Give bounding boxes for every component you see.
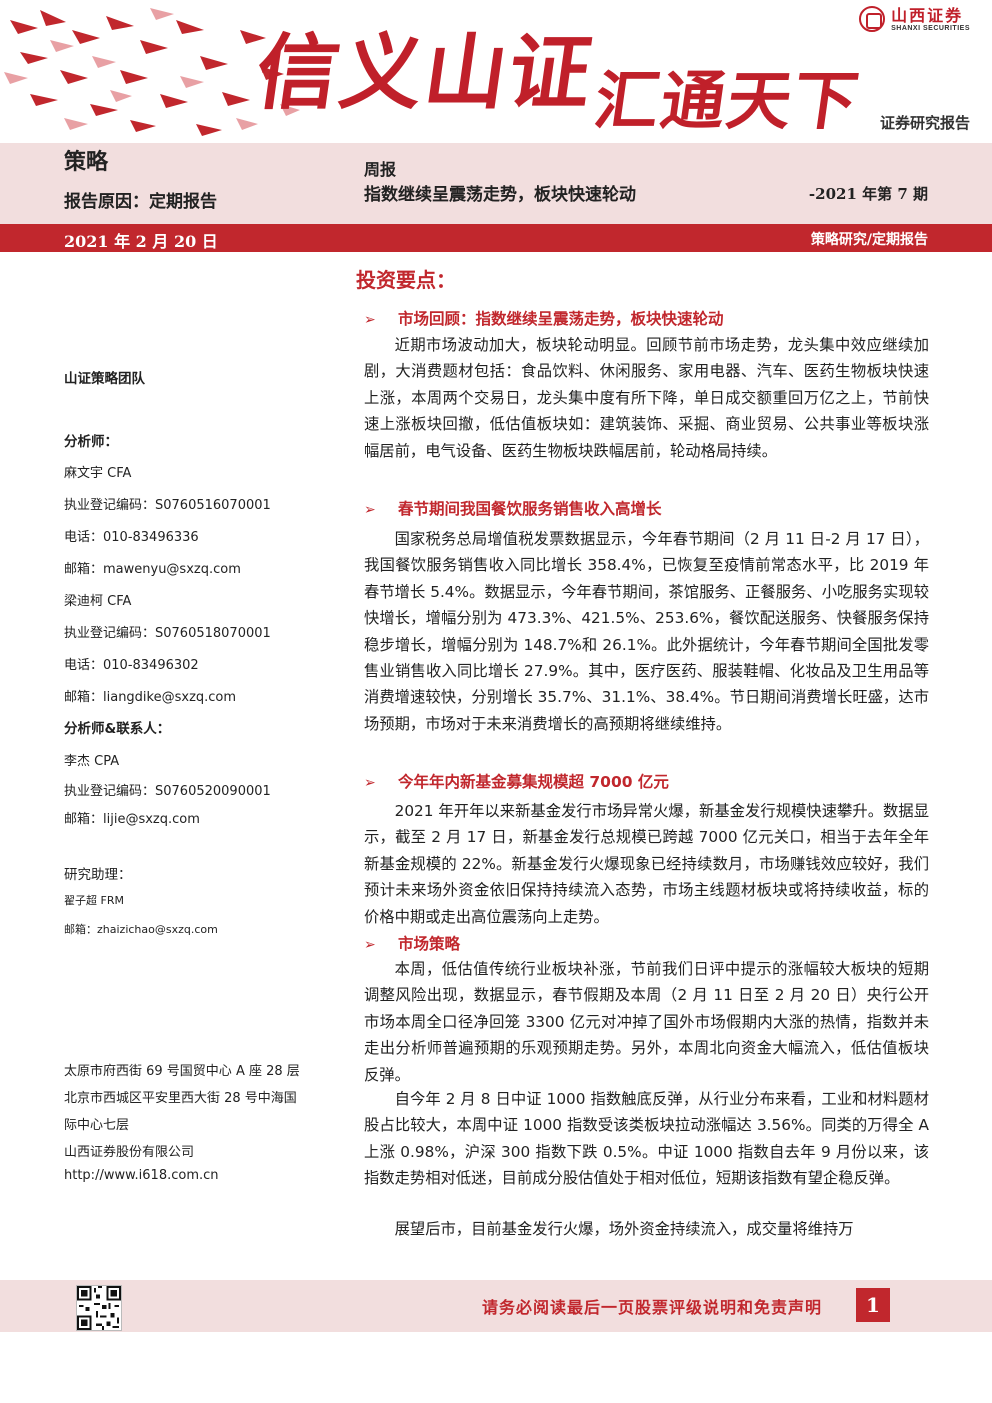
paragraph: 近期市场波动加大，板块轮动明显。回顾节前市场走势，龙头集中效应继续加剧，大消费题…: [364, 336, 929, 460]
report-date: 2021 年 2 月 20 日: [64, 232, 218, 251]
section-title: ➢今年年内新基金募集规模超 7000 亿元: [364, 773, 669, 791]
company-url[interactable]: http://www.i618.com.cn: [64, 1168, 219, 1183]
logo-cn: 山西证券: [891, 5, 964, 25]
logo-en: SHANXI SECURITIES: [891, 24, 970, 32]
page-footer: 请务必阅读最后一页股票评级说明和免责声明 1: [0, 1280, 992, 1332]
address-line2: 北京市西城区平安里西大街 28 号中海国: [64, 1091, 297, 1106]
paragraph: 国家税务总局增值税发票数据显示，今年春节期间（2 月 11 日-2 月 17 日…: [364, 530, 929, 733]
keypoints-title: 投资要点：: [356, 268, 456, 292]
address-line1: 太原市府西街 69 号国贸中心 A 座 28 层: [64, 1064, 300, 1079]
paper-planes-decoration: [4, 8, 300, 136]
report-reason: 报告原因：定期报告: [64, 192, 217, 212]
report-kind: 周报: [364, 160, 397, 179]
analyst-phone: 电话：010-83496302: [64, 658, 199, 673]
logo-icon: [859, 6, 886, 32]
arrow-bullet-icon: ➢: [364, 502, 376, 518]
contact-name: 李杰 CPA: [64, 754, 120, 769]
arrow-bullet-icon: ➢: [364, 937, 376, 953]
paragraph: 本周，低估值传统行业板块补涨，节前我们日评中提示的涨幅较大板块的短期调整风险出现…: [364, 960, 929, 1084]
team-name: 山证策略团队: [64, 371, 145, 387]
paragraph: 自今年 2 月 8 日中证 1000 指数触底反弹，从行业分布来看，工业和材料题…: [364, 1090, 929, 1188]
section-title: ➢春节期间我国餐饮服务销售收入高增长: [364, 500, 662, 518]
company-logo: 山西证券 SHANXI SECURITIES: [859, 6, 970, 32]
contact-reg: 执业登记编码：S0760520090001: [64, 784, 271, 799]
slogan: 信义山证汇通天下: [250, 6, 864, 139]
issue-number: -2021 年第 7 期: [808, 185, 928, 203]
contact-email[interactable]: 邮箱：lijie@sxzq.com: [64, 812, 200, 827]
analyst-email[interactable]: 邮箱：liangdike@sxzq.com: [64, 690, 237, 705]
header-banner: 信义山证汇通天下 山西证券 SHANXI SECURITIES 证券研究报告: [0, 0, 992, 143]
arrow-bullet-icon: ➢: [364, 775, 376, 791]
report-headline: 指数继续呈震荡走势，板块快速轮动: [364, 185, 636, 205]
analyst-reg: 执业登记编码：S0760518070001: [64, 626, 271, 641]
paragraph: 2021 年开年以来新基金发行市场异常火爆，新基金发行规模快速攀升。数据显示，截…: [364, 802, 929, 926]
analyst-phone: 电话：010-83496336: [64, 530, 199, 545]
analyst-name: 梁迪柯 CFA: [64, 594, 132, 609]
address-line3: 际中心七层: [64, 1118, 130, 1133]
title-band: [0, 143, 992, 224]
qr-code-icon: [76, 1285, 122, 1331]
report-type: 证券研究报告: [879, 114, 970, 132]
assistant-email[interactable]: 邮箱：zhaizichao@sxzq.com: [64, 923, 218, 936]
section-title: ➢市场策略: [364, 935, 461, 953]
analyst-label: 分析师：: [64, 434, 118, 450]
page-number: 1: [856, 1288, 890, 1322]
slogan-part2: 汇通天下: [589, 65, 865, 139]
assistant-label: 研究助理：: [64, 867, 132, 883]
company-name: 山西证券股份有限公司: [64, 1145, 195, 1160]
disclaimer-text: 请务必阅读最后一页股票评级说明和免责声明: [481, 1298, 822, 1317]
analyst-email[interactable]: 邮箱：mawenyu@sxzq.com: [64, 562, 241, 577]
paragraph: 展望后市，目前基金发行火爆，场外资金持续流入，成交量将维持万: [394, 1220, 854, 1238]
assistant-name: 翟子超 FRM: [64, 894, 124, 907]
analyst-reg: 执业登记编码：S0760516070001: [64, 498, 271, 513]
date-bar: 2021 年 2 月 20 日 策略研究/定期报告: [0, 224, 992, 252]
section-title: ➢市场回顾：指数继续呈震荡走势，板块快速轮动: [364, 310, 724, 328]
report-series: 策略研究/定期报告: [810, 232, 928, 248]
contact-label: 分析师&联系人：: [64, 721, 171, 737]
arrow-bullet-icon: ➢: [364, 312, 376, 328]
analyst-name: 麻文宇 CFA: [64, 466, 132, 481]
category-title: 策略: [64, 150, 109, 175]
slogan-part1: 信义山证: [250, 26, 600, 121]
